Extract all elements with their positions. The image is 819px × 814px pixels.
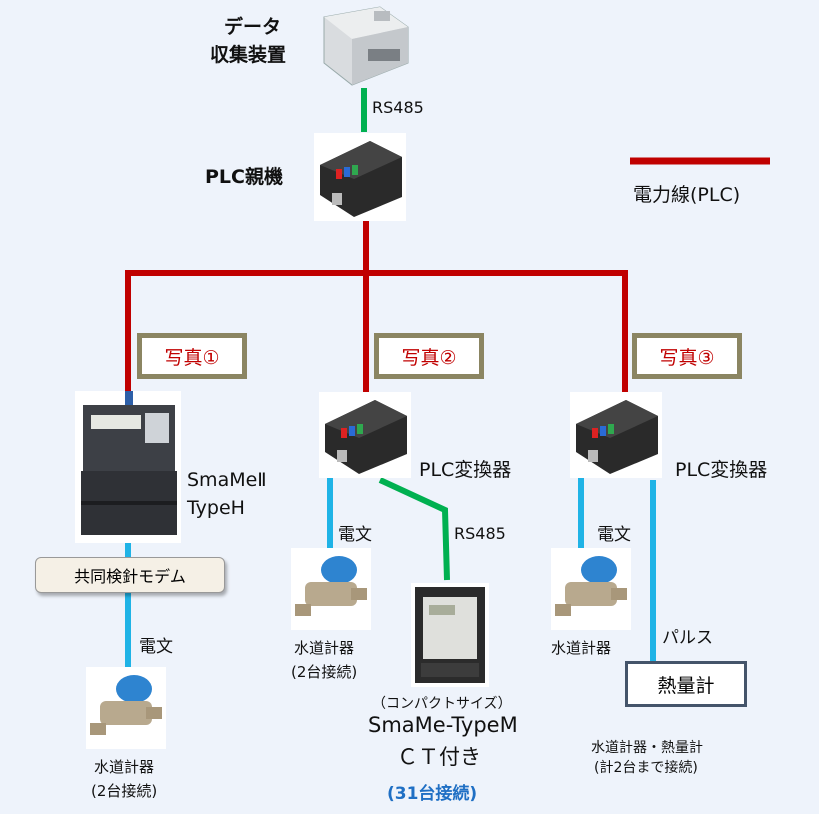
plc-converter-device-2 bbox=[570, 392, 662, 478]
photo-label-2: 写真② bbox=[374, 333, 484, 379]
smame2-label-1: SmaMeⅡ bbox=[187, 469, 267, 491]
smame-typem-label-1: （コンパクトサイズ） bbox=[372, 696, 512, 712]
shared-meter-modem: 共同検針モデム bbox=[35, 557, 225, 593]
water-left-label-2: (2台接続) bbox=[91, 782, 158, 800]
plc-converter-label-2: PLC変換器 bbox=[675, 459, 768, 481]
plc-master-label: PLC親機 bbox=[205, 166, 283, 188]
collector-label-2: 収集装置 bbox=[210, 44, 287, 66]
smame-typem-device bbox=[411, 583, 489, 687]
pulse-label: パルス bbox=[662, 628, 713, 648]
smame-typem-label-2: SmaMe-TypeM bbox=[368, 713, 518, 737]
telegram-label-mid: 電文 bbox=[338, 525, 372, 545]
rs485-line-mid bbox=[378, 477, 450, 581]
telegram-lines bbox=[125, 478, 656, 667]
water-meter-right bbox=[551, 548, 631, 630]
plc-converter-device-1 bbox=[319, 392, 411, 478]
water-left-label-1: 水道計器 bbox=[94, 758, 155, 776]
telegram-label-right: 電文 bbox=[597, 525, 631, 545]
smame2-meter-device bbox=[75, 391, 181, 543]
data-collector-device bbox=[323, 6, 409, 86]
collector-label-1: データ bbox=[224, 16, 282, 38]
right-note-1: 水道計器・熱量計 bbox=[591, 740, 703, 756]
smame2-label-2: TypeH bbox=[187, 497, 245, 519]
right-note-2: (計2台まで接続) bbox=[594, 760, 698, 776]
smame-typem-label-3: ＣＴ付き bbox=[397, 745, 481, 769]
heat-meter-box: 熱量計 bbox=[625, 661, 747, 707]
power-lines bbox=[125, 220, 628, 392]
photo-label-3: 写真③ bbox=[632, 333, 742, 379]
water-mid-label-1: 水道計器 bbox=[294, 639, 355, 657]
rs485-label-top: RS485 bbox=[372, 98, 424, 117]
water-meter-left bbox=[86, 667, 166, 749]
legend-label: 電力線(PLC) bbox=[633, 184, 741, 206]
telegram-label-left: 電文 bbox=[139, 637, 173, 657]
smame-typem-note: (31台接続) bbox=[387, 784, 478, 804]
rs485-label-mid: RS485 bbox=[454, 524, 506, 543]
water-right-label-1: 水道計器 bbox=[551, 639, 612, 657]
water-meter-mid bbox=[291, 548, 371, 630]
plc-converter-label-1: PLC変換器 bbox=[419, 459, 512, 481]
photo-label-1: 写真① bbox=[137, 333, 247, 379]
plc-master-device bbox=[314, 133, 406, 221]
water-mid-label-2: (2台接続) bbox=[291, 663, 358, 681]
